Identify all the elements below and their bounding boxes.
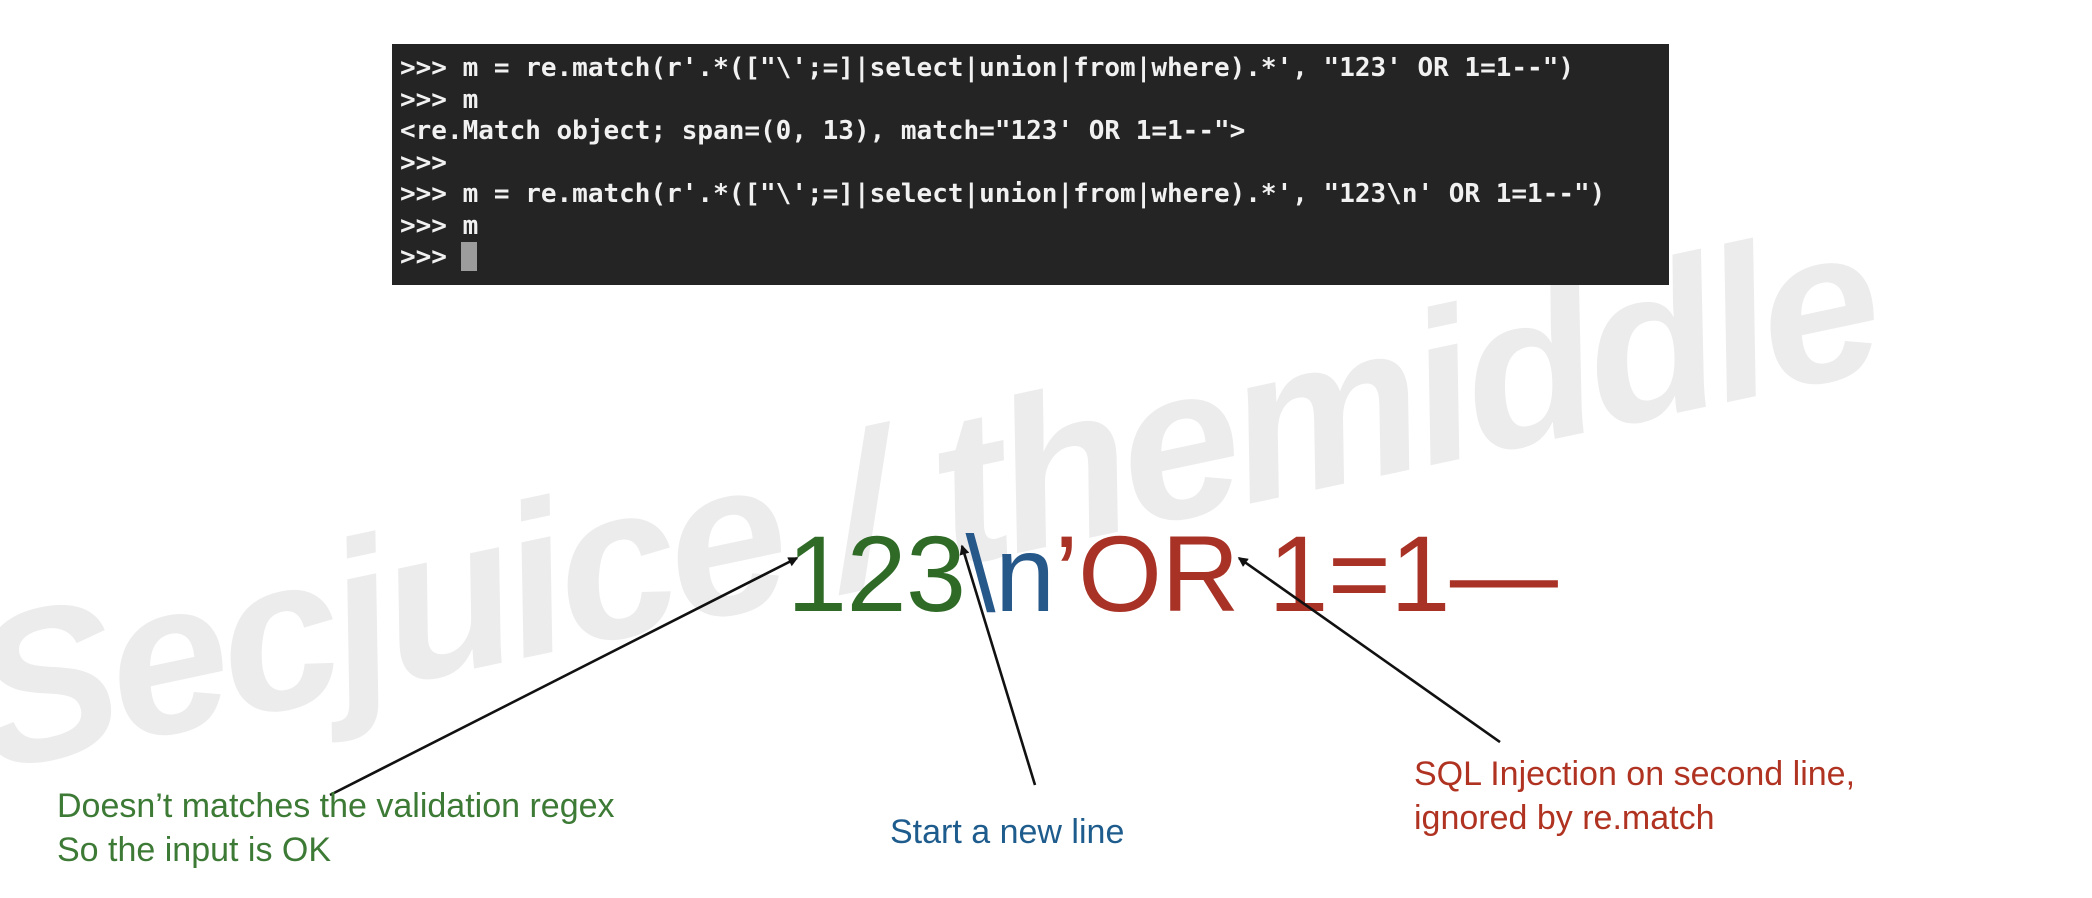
terminal-line: >>> m (400, 84, 479, 115)
terminal-window: >>> m = re.match(r'.*(["\';=]|select|uni… (392, 44, 1669, 285)
payload-text: 123\n’OR 1=1— (728, 412, 1558, 628)
terminal-line: >>> (400, 147, 447, 178)
payload-segment-valid-input: 123 (786, 513, 966, 634)
note-newline: Start a new line (890, 813, 1125, 851)
note-valid-input: Doesn’t matches the validation regex So … (57, 787, 615, 869)
terminal-line: <re.Match object; span=(0, 13), match="1… (400, 116, 1246, 146)
terminal-line: >>> m = re.match(r'.*(["\';=]|select|uni… (400, 53, 1574, 83)
terminal-prompt-line: >>> (400, 242, 1663, 274)
payload-segment-newline: \n (965, 513, 1056, 634)
terminal-prompt: >>> (400, 242, 447, 272)
terminal-cursor (460, 242, 477, 271)
terminal-line: >>> m (400, 210, 479, 241)
payload-segment-injection: ’OR 1=1— (1054, 513, 1558, 634)
terminal-line: >>> m = re.match(r'.*(["\';=]|select|uni… (400, 179, 1606, 209)
note-sql-injection: SQL Injection on second line, ignored by… (1414, 755, 1856, 837)
